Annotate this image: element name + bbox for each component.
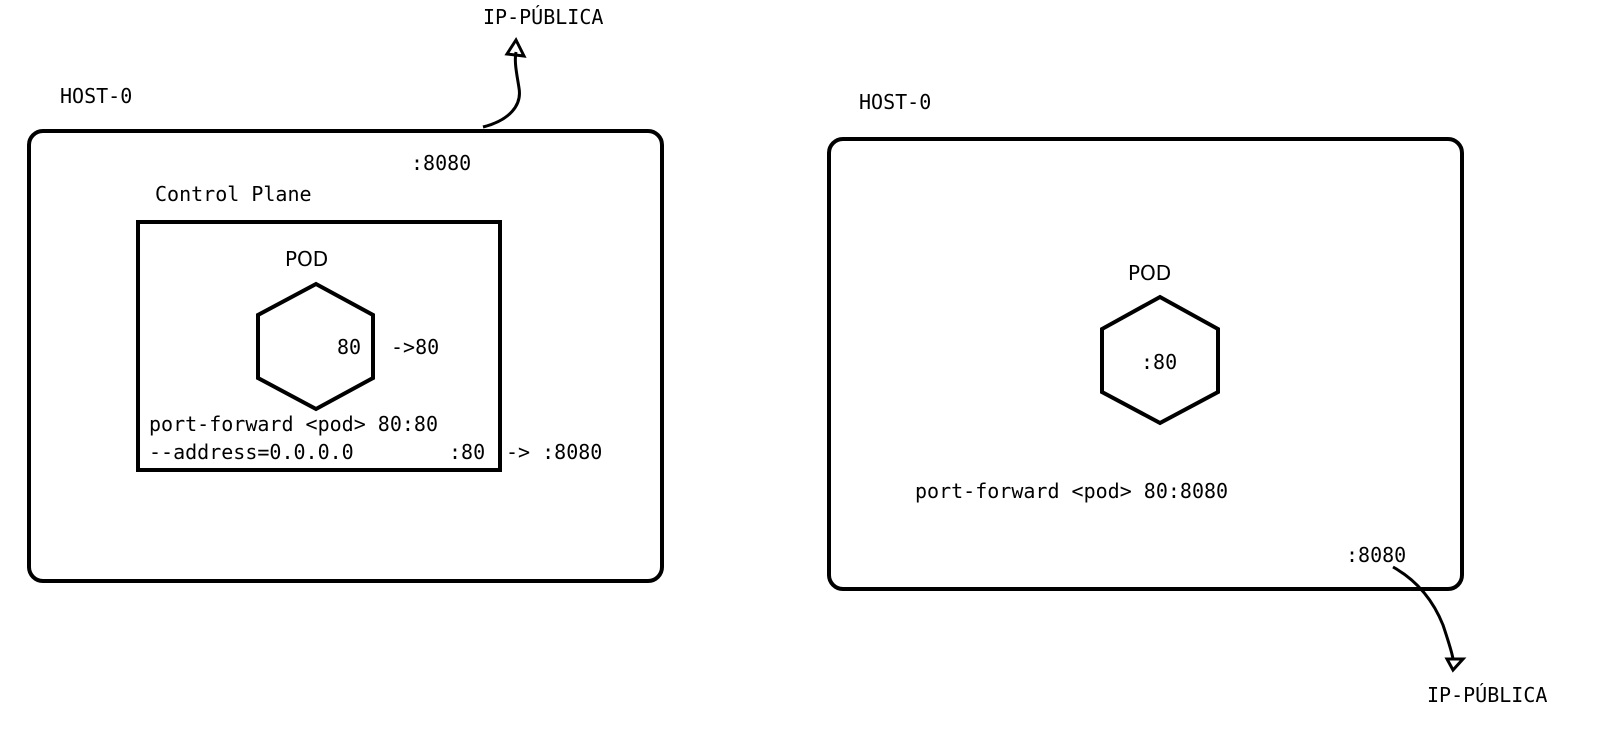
- right-host-box: [827, 137, 1464, 591]
- left-public-ip-arrow-line: [482, 51, 521, 129]
- left-pod-label: POD: [285, 247, 329, 271]
- control-plane-port: :80: [449, 440, 486, 464]
- left-host-label: HOST-0: [60, 84, 133, 108]
- right-public-ip-label: IP-PÚBLICA: [1427, 683, 1548, 707]
- right-command: port-forward <pod> 80:8080: [915, 479, 1229, 503]
- left-public-ip-arrow-head: [504, 36, 527, 58]
- right-pod-hexagon: [1100, 294, 1220, 426]
- left-pod-forward: ->80: [391, 335, 440, 359]
- control-plane-box: [136, 220, 502, 472]
- left-command-line1: port-forward <pod> 80:80: [149, 412, 438, 436]
- right-public-ip-arrow-head: [1444, 657, 1467, 673]
- left-host-port: :8080: [411, 151, 472, 175]
- left-host-box: [27, 129, 664, 583]
- left-pod-port: 80: [337, 335, 362, 359]
- control-plane-forward: -> :8080: [506, 440, 603, 464]
- control-plane-label: Control Plane: [155, 182, 312, 206]
- left-command-line2: --address=0.0.0.0: [149, 440, 354, 464]
- left-public-ip-label: IP-PÚBLICA: [483, 5, 604, 29]
- right-pod-label: POD: [1128, 261, 1172, 285]
- left-pod-hexagon: [256, 281, 375, 412]
- right-host-port: :8080: [1346, 543, 1407, 567]
- right-pod-port: :80: [1141, 350, 1178, 374]
- right-host-label: HOST-0: [859, 90, 932, 114]
- right-public-ip-arrow-line: [1392, 565, 1455, 660]
